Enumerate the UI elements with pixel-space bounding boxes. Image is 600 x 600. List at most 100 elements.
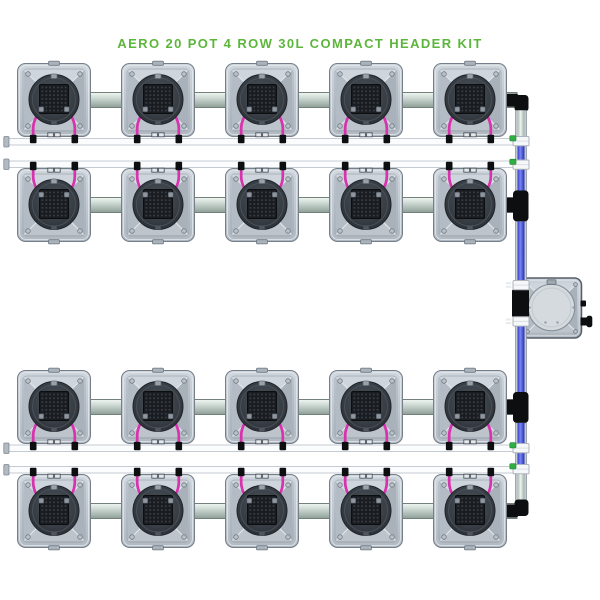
screw-icon [441,482,447,488]
screw-icon [181,430,187,436]
tube-fitting [383,134,391,144]
tube-fitting [279,441,287,451]
screw-icon [129,123,135,129]
screw-icon [493,482,499,488]
tube-fitting [29,467,37,477]
screw-icon [25,534,31,540]
main-header-pipe [502,93,530,518]
tube-fitting [237,134,245,144]
screw-icon [181,534,187,540]
pot-r3-c5 [433,367,507,451]
screw-icon [441,228,447,234]
tube-fitting [445,134,453,144]
screw-icon [441,534,447,540]
pot-r4-c3 [225,467,299,551]
screw-icon [441,176,447,182]
screw-icon [25,71,31,77]
screw-icon [233,176,239,182]
screw-icon [25,228,31,234]
tank-valve-knob [586,315,593,328]
screw-icon [77,71,83,77]
screw-icon [181,71,187,77]
tube-fitting [71,441,79,451]
screw-icon [389,228,395,234]
screw-icon [337,71,343,77]
tube-fitting [133,134,141,144]
screw-icon [77,123,83,129]
tube-fitting [445,161,453,171]
pot-r1-c2 [121,60,195,144]
tube-fitting [133,441,141,451]
screw-icon [573,329,578,334]
tube-fitting [279,467,287,477]
tube-fitting [71,134,79,144]
screw-icon [129,71,135,77]
screw-icon [337,430,343,436]
screw-icon [233,378,239,384]
screw-icon [389,71,395,77]
screw-icon [389,482,395,488]
pot-r4-c1 [17,467,91,551]
screw-icon [77,482,83,488]
tube-fitting [133,161,141,171]
screw-icon [337,534,343,540]
tube-fitting [175,441,183,451]
screw-icon [233,71,239,77]
screw-icon [441,71,447,77]
screw-icon [129,176,135,182]
screw-icon [77,176,83,182]
tube-fitting [237,467,245,477]
screw-icon [77,430,83,436]
screw-icon [129,430,135,436]
tube-fitting [279,134,287,144]
screw-icon [285,123,291,129]
pot-r4-c2 [121,467,195,551]
pot-r3-c1 [17,367,91,451]
tube-fitting [487,134,495,144]
pot-r1-c1 [17,60,91,144]
screw-icon [285,534,291,540]
tank-lid [527,283,576,332]
screw-icon [77,378,83,384]
screw-icon [181,482,187,488]
screw-icon [493,228,499,234]
screw-icon [389,430,395,436]
screw-icon [441,378,447,384]
screw-icon [25,378,31,384]
screw-icon [389,534,395,540]
screw-icon [233,534,239,540]
pot-r2-c3 [225,161,299,245]
screw-icon [129,482,135,488]
tube-fitting [133,467,141,477]
feed-pipe-end-cap [3,158,10,170]
pot-r3-c4 [329,367,403,451]
tank-pipe-fitting [512,289,529,317]
feed-pipe-end-cap [3,442,10,454]
tube-fitting [29,134,37,144]
screw-icon [25,123,31,129]
screw-icon [337,482,343,488]
elbow-fitting-bottom [505,499,529,518]
tube-fitting [445,441,453,451]
tube-fitting [175,467,183,477]
feed-pipe-4 [3,464,522,476]
tank-valve [580,317,588,326]
tank-port [580,300,586,307]
header-tank [520,277,593,339]
pot-r2-c5 [433,161,507,245]
screw-icon [337,378,343,384]
screw-icon [181,123,187,129]
tube-fitting [341,441,349,451]
screw-icon [233,482,239,488]
tube-fitting [445,467,453,477]
pot-r3-c2 [121,367,195,451]
screw-icon [493,430,499,436]
screw-icon [285,482,291,488]
feed-pipe-end-cap [3,464,10,476]
tube-fitting [341,161,349,171]
pot-r1-c3 [225,60,299,144]
elbow-fitting-top [505,93,529,112]
pot-r1-c5 [433,60,507,144]
